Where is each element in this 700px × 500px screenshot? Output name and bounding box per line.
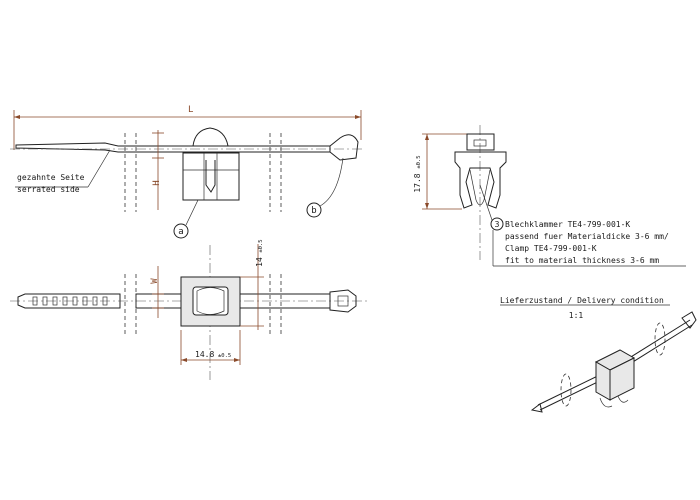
note-line-4: fit to material thickness 3-6 mm <box>505 256 659 265</box>
callout-3-circle <box>490 217 504 231</box>
callout-a-leader <box>185 199 199 226</box>
dim-178-arrow-bottom <box>425 203 429 209</box>
note-line-3: Clamp TE4-799-001-K <box>505 244 597 253</box>
clamp-tongue <box>205 160 216 193</box>
callout-3-label: 3 <box>495 220 500 229</box>
dim-148-arrow-left <box>181 358 187 362</box>
serrated-label-en: serrated side <box>17 185 80 194</box>
length-arrow-right <box>355 115 361 119</box>
dim-148-value: 14.8 <box>195 350 214 359</box>
iso-clamp-springs <box>599 395 629 408</box>
iso-clamp-right <box>609 357 635 401</box>
callout-a-circle <box>173 223 189 239</box>
clamp-body-profile <box>454 151 507 209</box>
top-view: W 14 ±0.5 14.8 ±0.5 <box>10 239 370 380</box>
dim-178-arrow-top <box>425 134 429 140</box>
dim-178-tolerance: ±0.5 <box>416 155 422 168</box>
strap-side-outline <box>15 142 331 153</box>
iso-tie-head <box>681 311 697 329</box>
callout-a-label: a <box>178 227 183 237</box>
dim-148-arrow-right <box>234 358 240 362</box>
strap-serration-slots <box>32 296 108 306</box>
strap-top-tail <box>17 293 121 309</box>
tie-head-top-slot <box>337 295 349 307</box>
callout-b-circle <box>306 202 322 218</box>
dim-14-value: 14 <box>255 257 264 267</box>
head-dome <box>192 127 229 147</box>
clamp-spring-tip <box>475 199 485 206</box>
clamp-head-slot <box>473 139 487 147</box>
dim-178-value: 17.8 <box>413 173 422 192</box>
clamp-view: 17.8 ±0.5 3 Blechklammer TE4-799-001-K p… <box>413 125 686 267</box>
iso-break-2 <box>654 322 666 356</box>
dim-14-tolerance: ±0.5 <box>258 239 264 252</box>
clamp-top-window <box>192 286 229 316</box>
width-label: W <box>150 278 160 284</box>
clamp-head <box>466 133 495 151</box>
length-arrow-left <box>14 115 20 119</box>
serrated-label-de: gezahnte Seite <box>17 173 85 182</box>
iso-tie-tip <box>530 403 543 413</box>
clamp-spring-arms <box>469 169 491 201</box>
clamp-top-latch <box>196 287 225 315</box>
tie-head-top <box>329 289 357 313</box>
length-label: L <box>188 105 193 115</box>
note-line-2: passend fuer Materialdicke 3-6 mm/ <box>505 232 669 241</box>
tie-head-tip <box>329 134 359 161</box>
height-label: H <box>152 180 162 185</box>
serrated-label-leader <box>87 149 111 188</box>
callout-3-leader <box>479 184 493 221</box>
callout-b-leader <box>319 157 344 207</box>
delivery-title: Lieferzustand / Delivery condition <box>500 296 664 305</box>
clamp-body-side <box>182 152 240 201</box>
delivery-scale: 1:1 <box>569 311 584 320</box>
callout-b-label: b <box>311 206 316 216</box>
iso-break-1 <box>560 373 572 407</box>
note-line-1: Blechklammer TE4-799-001-K <box>505 220 630 229</box>
delivery-view: Lieferzustand / Delivery condition 1:1 <box>500 296 697 413</box>
dim-148-tolerance: ±0.5 <box>218 353 231 359</box>
side-view: L H a b gezahnte Seite <box>10 105 365 239</box>
